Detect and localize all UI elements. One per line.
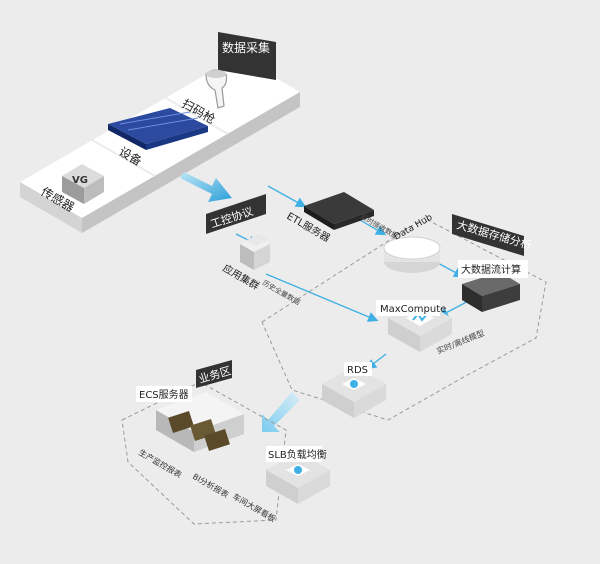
- history-label: 历史全量数据: [261, 278, 302, 307]
- ecs-label: ECS服务器: [139, 388, 189, 401]
- report-bi: BI分析报表: [191, 471, 231, 500]
- report-production: 生产监控报表: [137, 447, 184, 480]
- sensor-icon: VG: [62, 164, 104, 204]
- slb-label-box: [266, 446, 322, 462]
- zone-label-bigdata: 大数据存储分析: [452, 214, 533, 256]
- collection-arrow-icon: [180, 172, 232, 202]
- app-cluster-icon: [240, 234, 270, 270]
- zone-label-business: 业务区: [196, 360, 233, 388]
- report-screen: 车间大屏看板: [231, 491, 278, 524]
- maxcompute-label-box: [376, 300, 440, 316]
- stream-label-box: [458, 260, 528, 278]
- datahub-icon: [383, 236, 441, 273]
- slb-label: SLB负载均衡: [268, 448, 327, 461]
- stream-label: 大数据流计算: [461, 263, 521, 276]
- etl-server-icon: [304, 192, 374, 230]
- rds-label: RDS: [347, 365, 368, 376]
- ecs-servers-icon: [156, 392, 244, 452]
- bigdata-boundary: [261, 217, 547, 421]
- device-icon: [108, 108, 208, 150]
- svg-text:VG: VG: [72, 175, 88, 186]
- rds-label-box: [344, 362, 372, 376]
- maxcompute-label: MaxCompute: [380, 304, 446, 315]
- zone-label-collection: 数据采集: [218, 32, 276, 80]
- business-arrow-icon: [262, 392, 300, 432]
- ecs-label-box: [136, 386, 192, 402]
- scanner-icon: [205, 69, 228, 109]
- zone-title-collection: 数据采集: [222, 40, 270, 55]
